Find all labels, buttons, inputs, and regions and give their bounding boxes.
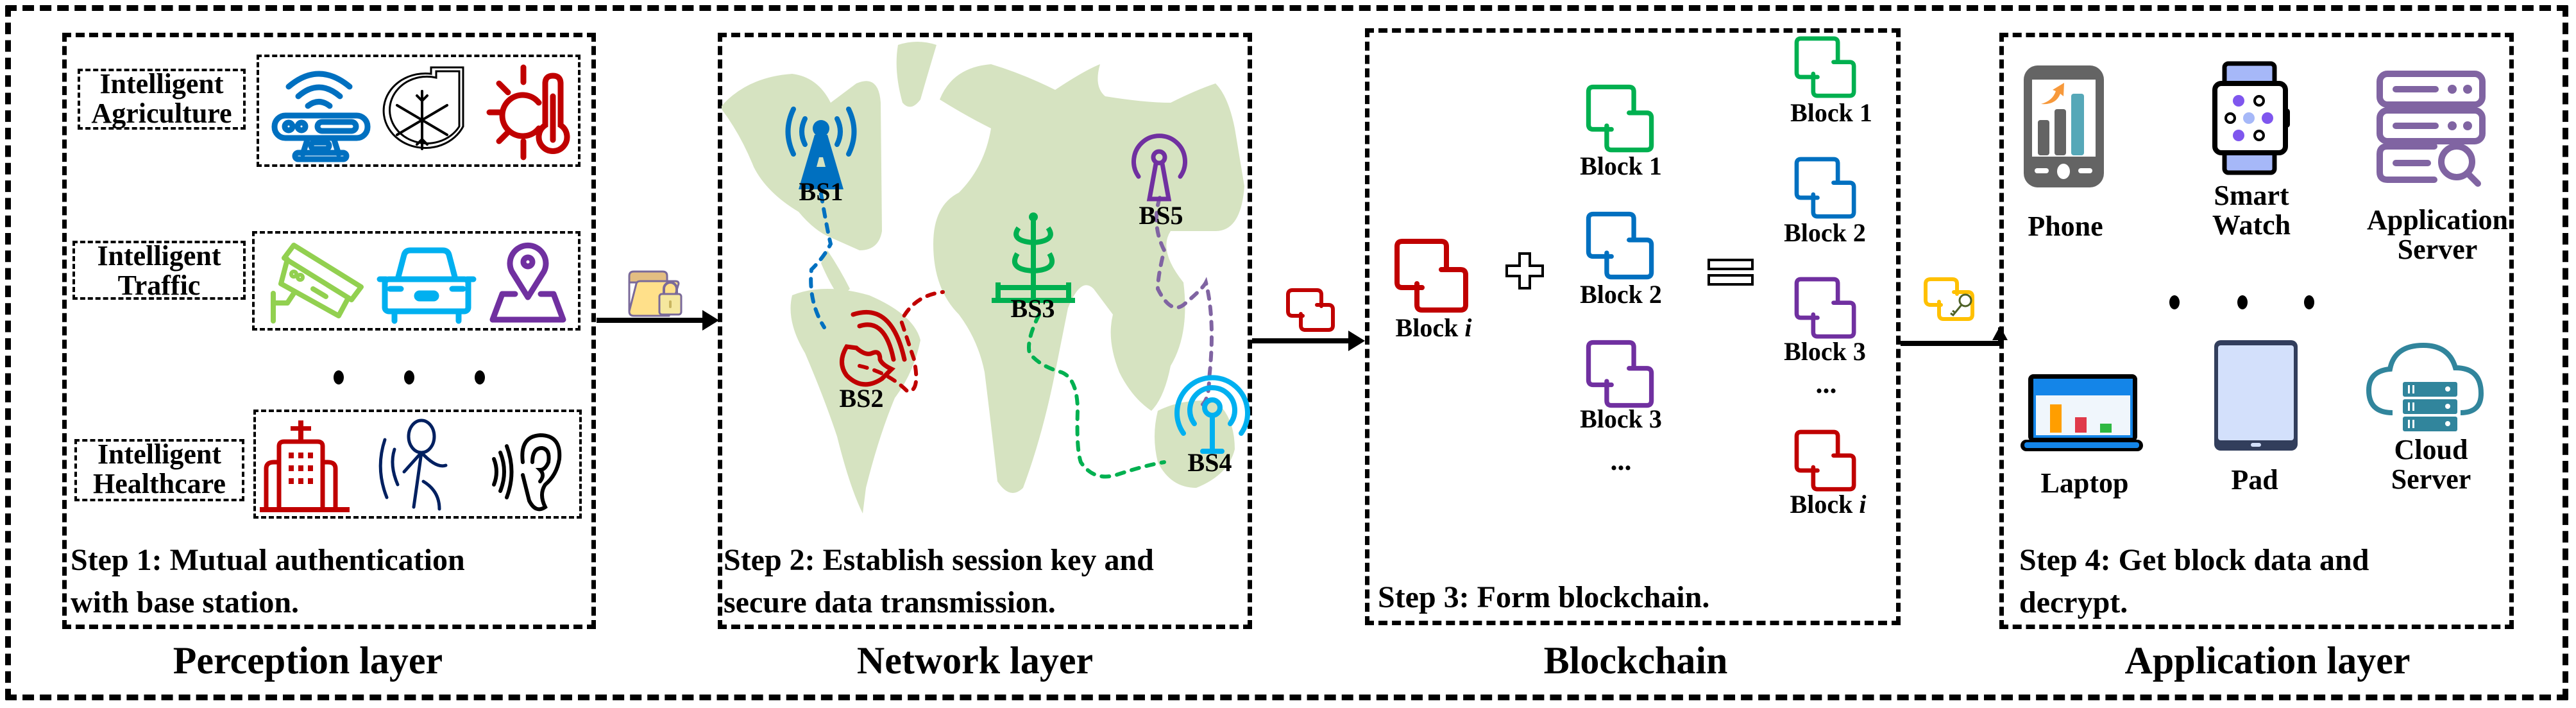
block-i-icon xyxy=(1393,237,1470,315)
bs3-label: BS3 xyxy=(1010,294,1055,323)
surveillance-camera-icon xyxy=(271,243,364,324)
cloud-server-icon xyxy=(2366,342,2484,431)
tablet-icon xyxy=(2214,340,2298,451)
ear-hearing-icon xyxy=(492,433,562,512)
healthcare-label: Intelligent Healthcare xyxy=(93,438,226,500)
result-block-1-icon xyxy=(1790,35,1861,99)
sun-thermometer-icon xyxy=(486,64,570,160)
result-block-3-icon xyxy=(1790,276,1861,340)
outer-frame xyxy=(5,5,2568,700)
block-1-icon xyxy=(1582,83,1659,154)
block-2-label: Block 2 xyxy=(1580,280,1662,309)
hospital-icon xyxy=(260,420,350,512)
equals-operator xyxy=(1707,259,1754,286)
blockchain-layer-title: Blockchain xyxy=(1543,639,1728,682)
step-2-text: Step 2: Establish session key and secure… xyxy=(724,543,1154,619)
bs1-label: BS1 xyxy=(799,177,843,206)
laptop-label: Laptop xyxy=(2040,467,2129,499)
bs5-label: BS5 xyxy=(1139,201,1183,230)
map-pin-icon xyxy=(489,242,566,323)
result-block-3-label: Block 3 xyxy=(1784,337,1866,366)
agriculture-icons-box xyxy=(257,55,580,167)
smartwatch-icon xyxy=(2212,61,2290,175)
agriculture-label-box xyxy=(78,69,246,130)
block-3-label: Block 3 xyxy=(1580,404,1662,433)
walking-person-motion-icon xyxy=(378,419,448,511)
traffic-label: Intelligent Traffic xyxy=(97,240,221,302)
car-icon xyxy=(377,247,477,324)
air-conditioner-snowflake-icon xyxy=(382,66,464,150)
block-link-icon xyxy=(1286,288,1335,332)
arrow-blockchain-to-application xyxy=(1901,341,2003,346)
cell-tower-icon xyxy=(785,107,857,189)
antenna-mast-icon xyxy=(992,212,1075,303)
arrowhead-network-to-blockchain xyxy=(1348,331,1365,351)
arrow-perception-to-network xyxy=(597,318,707,323)
encrypted-folder-lock-icon xyxy=(628,270,682,317)
application-panel xyxy=(1999,33,2514,629)
healthcare-label-box xyxy=(74,439,244,501)
plus-operator xyxy=(1505,252,1544,289)
blockchain-panel xyxy=(1365,28,1901,625)
result-block-i-icon xyxy=(1790,429,1861,493)
application-layer-title: Application layer xyxy=(2124,639,2411,682)
smart-watch-label: Smart Watch xyxy=(2212,180,2291,241)
arrowhead-perception-to-network xyxy=(702,310,719,331)
block-i-label: Block i xyxy=(1395,313,1472,342)
arrow-network-to-blockchain xyxy=(1252,338,1352,343)
radio-tower-icon xyxy=(1131,134,1187,202)
phone-label: Phone xyxy=(2028,211,2103,242)
agriculture-label: Intelligent Agriculture xyxy=(91,68,232,130)
result-chain-ellipsis: ... xyxy=(1815,368,1837,399)
smart-sensor-icon xyxy=(271,71,371,162)
application-server-label: Application Server xyxy=(2366,204,2509,266)
step-3-text: Step 3: Form blockchain. xyxy=(1378,580,1710,614)
laptop-chart-icon xyxy=(2021,374,2143,451)
server-search-icon xyxy=(2377,71,2486,187)
result-block-1-label: Block 1 xyxy=(1790,98,1872,127)
traffic-label-box xyxy=(72,241,246,300)
step-4-text: Step 4: Get block data and decrypt. xyxy=(2019,543,2369,619)
wireless-broadcast-icon xyxy=(1174,375,1250,454)
block-key-icon xyxy=(1924,277,1974,321)
bs2-label: BS2 xyxy=(839,384,884,413)
step-1-text: Step 1: Mutual authentication with base … xyxy=(71,543,465,619)
smartphone-chart-icon xyxy=(2024,65,2104,187)
result-block-2-icon xyxy=(1790,156,1861,220)
result-block-i-label: Block i xyxy=(1790,490,1867,519)
perception-layer-title: Perception layer xyxy=(173,639,443,682)
existing-chain-ellipsis: ... xyxy=(1610,445,1632,476)
block-2-icon xyxy=(1582,211,1659,281)
block-3-icon xyxy=(1582,339,1659,410)
satellite-dish-icon xyxy=(840,309,907,387)
healthcare-icons-box xyxy=(253,410,582,519)
network-layer-title: Network layer xyxy=(856,639,1094,682)
perception-panel xyxy=(62,33,596,629)
block-1-label: Block 1 xyxy=(1580,151,1662,180)
cloud-server-label: Cloud Server xyxy=(2391,434,2471,496)
network-panel xyxy=(718,33,1252,629)
bs4-label: BS4 xyxy=(1187,448,1232,477)
traffic-icons-box xyxy=(252,231,580,331)
pad-label: Pad xyxy=(2231,464,2278,496)
result-block-2-label: Block 2 xyxy=(1784,218,1866,247)
